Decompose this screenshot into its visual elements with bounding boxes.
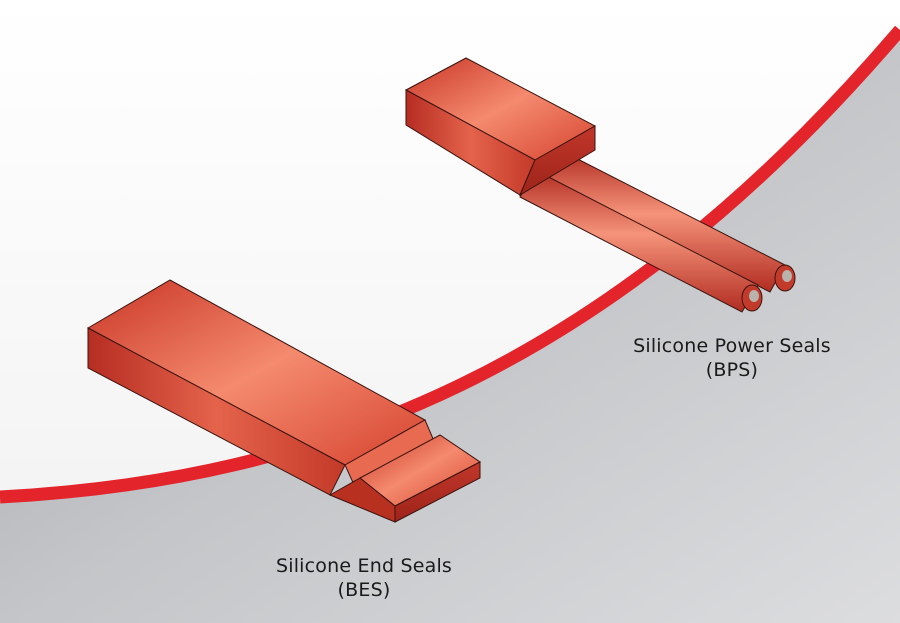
end-seals-code: (BES)	[337, 579, 391, 601]
end-seals-name: Silicone End Seals	[275, 555, 453, 577]
end-seals-label: Silicone End Seals (BES)	[254, 554, 474, 602]
power-seals-label: Silicone Power Seals (BPS)	[612, 334, 852, 382]
power-seals-code: (BPS)	[705, 359, 759, 381]
power-seal-graphic	[404, 57, 796, 313]
power-seals-name: Silicone Power Seals	[633, 335, 831, 357]
background-gray-region	[0, 30, 900, 623]
end-seal-graphic	[86, 279, 481, 523]
red-accent-curve	[0, 25, 900, 504]
